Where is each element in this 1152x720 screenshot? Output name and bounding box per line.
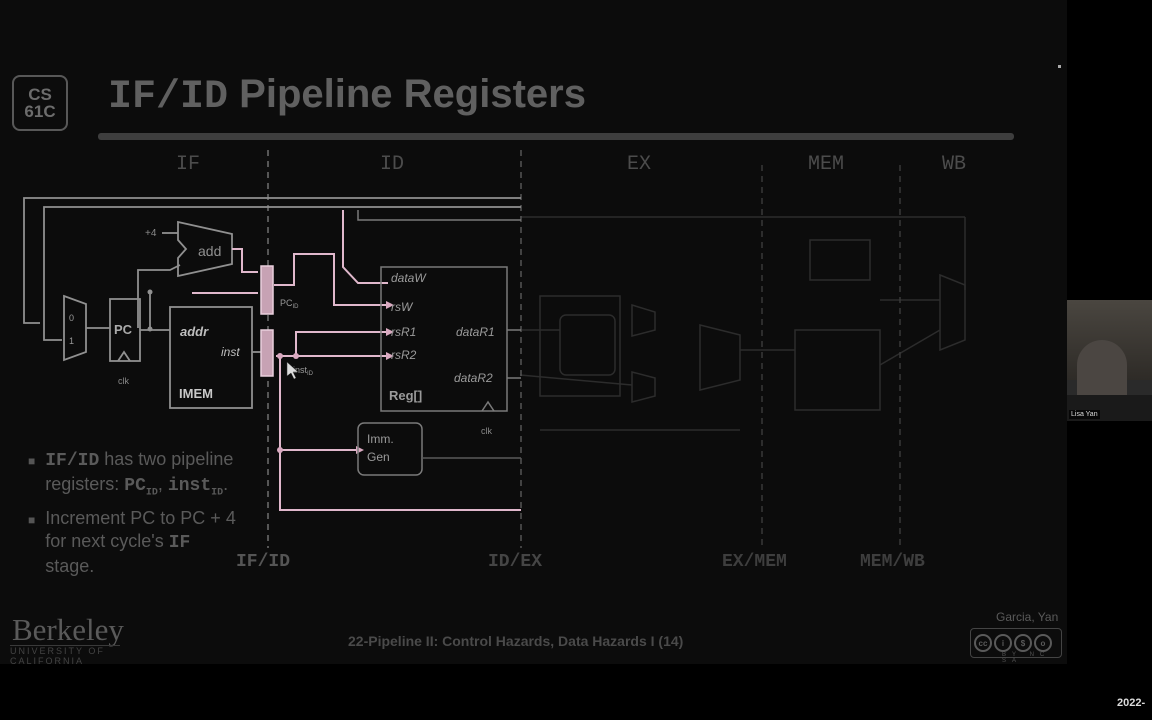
imem-block [169, 306, 253, 409]
pipeline-arrowheads [147, 289, 394, 454]
label-if-id: IF/ID [236, 552, 291, 572]
stage-mem: MEM [808, 153, 845, 176]
cs61c-logo: CS 61C [12, 75, 68, 131]
cc-icon: cc [974, 634, 992, 652]
title-rest: Pipeline Registers [228, 72, 586, 116]
imm-gen-block [357, 422, 423, 476]
label-ex-mem: EX/MEM [722, 552, 787, 572]
bullet-item: ■ Increment PC to PC + 4 for next cycle'… [28, 507, 236, 576]
stage-dividers [267, 150, 901, 548]
label-id-ex: ID/EX [488, 552, 543, 572]
webcam-person [1077, 340, 1127, 400]
inst-id-label: instID [293, 365, 314, 377]
reg-label: Reg[] [389, 388, 422, 403]
logo-line2: 61C [24, 102, 56, 121]
nc-icon: $ [1014, 634, 1032, 652]
stage-ex: EX [627, 153, 652, 176]
addr-label: addr [180, 324, 209, 339]
dim-datapath [519, 216, 966, 431]
title-underline [98, 133, 1014, 140]
bullet-dot: ■ [28, 512, 36, 527]
stage-if: IF [176, 153, 201, 176]
register-file [357, 210, 521, 412]
timestamp: 2022- [1117, 697, 1146, 709]
by-icon: i [994, 634, 1012, 652]
label-mem-wb: MEM/WB [860, 552, 925, 572]
pc-mux [63, 294, 87, 362]
rsr1-label: rsR1 [391, 325, 416, 339]
webcam-thumbnail[interactable]: Lisa Yan [1067, 300, 1152, 421]
add-unit [177, 220, 233, 278]
bullet-list: ■ IF/ID has two pipeline registers: PCID… [28, 448, 238, 580]
mux-0-label: 0 [69, 313, 74, 323]
title-mono: IF/ID [108, 75, 229, 120]
stage-id: ID [380, 153, 405, 176]
rsw-label: rsW [391, 300, 414, 314]
gen-label: Gen [367, 450, 390, 464]
if-id-registers [260, 265, 274, 377]
pc-clk-label: clk [118, 376, 129, 386]
sa-icon: o [1034, 634, 1052, 652]
rsr2-label: rsR2 [391, 348, 417, 362]
berkeley-logo: Berkeley [12, 612, 124, 647]
datar2-label: dataR2 [454, 371, 493, 385]
webcam-name: Lisa Yan [1069, 410, 1100, 419]
pc-label: PC [114, 322, 133, 337]
imem-label: IMEM [179, 386, 213, 401]
pipeline-wires [192, 210, 521, 511]
logo-line1: CS [28, 85, 52, 104]
slide-author: Garcia, Yan [996, 610, 1059, 624]
if-stage [23, 197, 521, 409]
stage-wb: WB [942, 153, 967, 176]
cursor-dot [1058, 65, 1061, 68]
bullet-dot: ■ [28, 454, 36, 468]
datar1-label: dataR1 [456, 325, 495, 339]
imm-label: Imm. [367, 432, 394, 446]
slide: CS 61C IF/ID Pipeline Registers IF ID EX… [0, 0, 1067, 666]
plus4-label: +4 [145, 228, 157, 239]
mux-1-label: 1 [69, 336, 74, 346]
add-label: add [198, 243, 221, 259]
bullet-item: ■ IF/ID has two pipeline registers: PCID… [28, 448, 238, 505]
slide-footer: 22-Pipeline II: Control Hazards, Data Ha… [348, 633, 684, 649]
slide-title: IF/ID Pipeline Registers [108, 72, 586, 120]
cc-license-badge: cc i $ o [970, 628, 1062, 658]
inst-label: inst [221, 345, 240, 359]
pc-id-label: PCID [280, 298, 299, 310]
berkeley-subtitle: UNIVERSITY OF CALIFORNIA [10, 645, 120, 666]
mouse-pointer [286, 361, 299, 380]
reg-clk-label: clk [481, 426, 492, 436]
dataw-label: dataW [391, 271, 427, 285]
datapath-diagram: +4 add 0 1 PC clk addr inst IMEM [23, 150, 966, 548]
cc-license-sub: BY NC SA [1002, 652, 1051, 664]
